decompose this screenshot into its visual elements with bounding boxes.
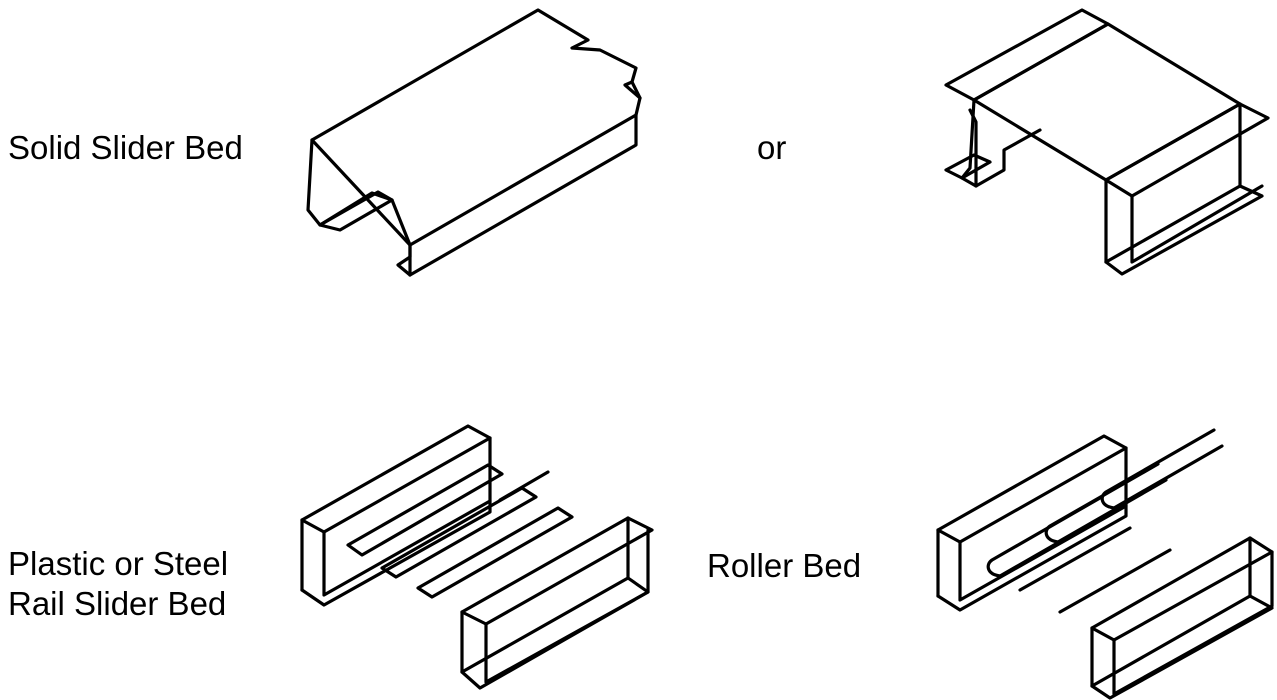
plate-right-web-front: [1104, 102, 1242, 264]
rail-right-beam-side: [484, 528, 650, 684]
rail-slider-bed-figure: [300, 424, 654, 690]
plate-left-web-inner: [968, 108, 978, 188]
roller-2: [1044, 462, 1168, 544]
label-rail-slider-bed: Plastic or Steel Rail Slider Bed: [8, 544, 228, 624]
roller-right-beam-side: [1112, 550, 1274, 696]
plate-left-flange-top: [944, 8, 1110, 102]
roller-3: [1100, 428, 1224, 510]
plate-left-lower-flange: [944, 153, 992, 180]
roller-right-beam-web: [1090, 536, 1252, 688]
plate-slider-bed-figure: [944, 8, 1270, 276]
rail-right-beam-web: [460, 516, 630, 674]
rail-left-beam-web: [322, 436, 492, 597]
roller-right-beam-bottom: [1090, 594, 1274, 700]
solid-bed-right-jag: [623, 80, 642, 100]
rail-strip-1: [346, 463, 504, 557]
plate-right-web-side: [1130, 184, 1264, 264]
solid-bed-front-side: [408, 113, 638, 277]
label-rail-slider-bed-line2: Rail Slider Bed: [8, 585, 227, 622]
roller-bed-figure: [936, 428, 1274, 700]
plate-right-flange-top: [1104, 102, 1270, 198]
solid-bed-inner-flange: [318, 191, 394, 232]
label-rail-slider-bed-line1: Plastic or Steel: [8, 545, 229, 582]
label-solid-slider-bed: Solid Slider Bed: [8, 129, 243, 166]
rail-right-beam-top: [460, 516, 654, 626]
roller-left-beam-top: [936, 434, 1128, 544]
solid-bed-top-surface: [310, 8, 642, 247]
solid-bed-bottom-lip: [396, 243, 412, 277]
rail-strip-3: [416, 506, 574, 599]
rail-strip-4: [498, 470, 550, 502]
label-roller-bed: Roller Bed: [707, 547, 862, 584]
label-or: or: [757, 129, 787, 166]
rail-strip-2: [380, 486, 538, 579]
solid-slider-bed-figure: [306, 8, 642, 277]
roller-bed-floor-lines: [1018, 526, 1172, 614]
roller-left-beam-bottom: [936, 504, 1128, 612]
